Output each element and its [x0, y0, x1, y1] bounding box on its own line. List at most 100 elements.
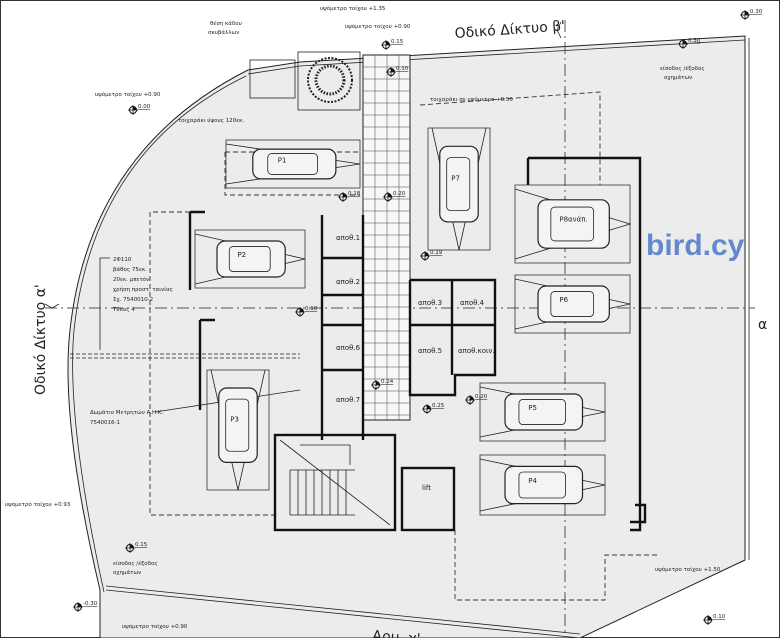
note-meter-room-2: 7540016-1: [90, 420, 120, 426]
pipe-note-line: Τύπος 4: [112, 306, 135, 313]
level-value: 0.30: [750, 9, 763, 15]
level-value: 0.10: [713, 614, 726, 620]
pipe-note-line: 2Φ110: [113, 257, 132, 263]
lift-shaft: [400, 466, 456, 532]
parking-label: P2: [237, 251, 246, 259]
car-roof-icon: [518, 399, 566, 425]
parking-bay: P2: [194, 229, 306, 289]
parking-bay: P5: [479, 382, 606, 442]
note-entry-sw-1: είσοδος /έξοδος: [113, 560, 158, 567]
level-value: 0.20: [393, 191, 406, 197]
car-icon: [504, 465, 584, 505]
watermark: bird.cy: [646, 229, 745, 262]
car-roof-icon: [518, 471, 566, 499]
car-roof-icon: [225, 398, 250, 452]
note-low-wall-120: τοιχαράκι ύψους 120εκ.: [178, 117, 244, 124]
parking-bay: P6: [514, 274, 631, 334]
note-meter-room-1: Δωμάτιο Μετρητών Α.Η.Κ.: [90, 409, 164, 416]
note-wall-093: υψόμετρο τοίχου +0.93: [5, 501, 71, 508]
level-quadrant-icon: [386, 41, 390, 45]
level-value: 0.24: [381, 379, 394, 385]
section-arrow-north: [556, 21, 562, 39]
level-value: 0.30: [688, 38, 701, 44]
parking-label: P7: [451, 174, 460, 182]
overhang-outline-south: [454, 530, 660, 601]
level-marker: 0.10: [703, 614, 726, 625]
level-quadrant-icon: [78, 603, 82, 607]
level-marker: 0.25: [422, 403, 445, 414]
note-bin-1: θέση κάδου: [210, 20, 242, 27]
storage-room-common: αποθ.κοιν.: [458, 347, 495, 355]
pipe-note-line: χρήση προστ. ταινίας: [113, 286, 173, 293]
tree-canopy-icon: [314, 64, 346, 96]
car-icon: [537, 285, 610, 323]
level-marker: 0.30: [678, 38, 701, 49]
car-roof-icon: [550, 206, 595, 242]
planter: [297, 51, 361, 111]
level-marker: 0.15: [381, 39, 404, 50]
level-marker: 0.15: [125, 542, 148, 553]
note-wall-090-bottom: υψόμετρο τοίχου +0.90: [122, 623, 188, 630]
wall-storage-west: [320, 215, 365, 440]
level-quadrant-icon: [745, 11, 749, 15]
storage-room-5: αποθ.5: [418, 347, 442, 355]
note-bin-2: σκυβάλλων: [208, 29, 239, 36]
level-value: -0.30: [83, 601, 98, 607]
car-roof-icon: [446, 157, 471, 211]
level-marker: 0.18: [338, 191, 361, 202]
level-value: 0.00: [138, 104, 151, 110]
level-marker: 0.00: [128, 104, 151, 115]
level-quadrant-icon: [133, 106, 137, 110]
parking-label: P4: [528, 477, 537, 485]
tree-icon: [307, 57, 353, 103]
car-icon: [537, 199, 610, 249]
parking-label: P6: [559, 296, 568, 304]
parking-label: P5: [528, 404, 537, 412]
level-marker: 0.20: [383, 191, 406, 202]
paving-border: [362, 54, 411, 421]
level-marker: 0.19: [420, 250, 443, 261]
note-entry-ne-1: είσοδος /έξοδος: [660, 65, 705, 72]
level-value: 0.20: [475, 394, 488, 400]
car-roof-icon: [550, 291, 595, 317]
storage-room-4: αποθ.4: [460, 299, 485, 307]
car-roof-icon: [228, 246, 271, 272]
west-boundary-wall: [72, 75, 247, 593]
parking-bay: P3: [206, 369, 270, 491]
note-wall-090-left: υψόμετρο τοίχου +0.90: [95, 91, 161, 98]
note-entry-sw-2: οχημάτων: [113, 569, 141, 576]
level-value: 0.15: [391, 39, 404, 45]
level-quadrant-icon: [388, 193, 392, 197]
level-quadrant-icon: [130, 544, 134, 548]
level-quadrant-icon: [470, 396, 474, 400]
parking-bay: P8ανάπ.: [514, 184, 632, 264]
section-arrow-west: [44, 303, 60, 309]
level-marker: 0.10: [386, 66, 409, 77]
level-quadrant-icon: [425, 252, 429, 256]
car-icon: [216, 240, 286, 278]
level-value: 0.10: [305, 306, 318, 312]
parking-bay: P7: [427, 127, 491, 251]
south-boundary-wall-inner: [105, 589, 581, 638]
level-quadrant-icon: [683, 40, 687, 44]
level-quadrant-icon: [343, 193, 347, 197]
parking-label: P8ανάπ.: [559, 216, 587, 224]
parking-bay: P4: [479, 454, 606, 516]
storage-room-2: αποθ.2: [336, 278, 360, 286]
level-marker: -0.30: [73, 601, 98, 612]
parking-label: P3: [230, 415, 239, 423]
stair-treads: [279, 439, 391, 526]
level-quadrant-icon: [391, 68, 395, 72]
car-roof-icon: [267, 153, 319, 175]
level-value: 0.25: [432, 403, 445, 409]
level-value: 0.18: [348, 191, 361, 197]
north-boundary-wall: [247, 39, 746, 75]
car-icon: [504, 393, 584, 431]
wall-corner-se: [630, 503, 647, 524]
level-marker: 0.20: [465, 394, 488, 405]
level-marker: 0.10: [295, 306, 318, 317]
storage-room-7: αποθ.7: [336, 396, 360, 404]
paving-strip: [362, 54, 411, 421]
car-icon: [218, 387, 258, 464]
